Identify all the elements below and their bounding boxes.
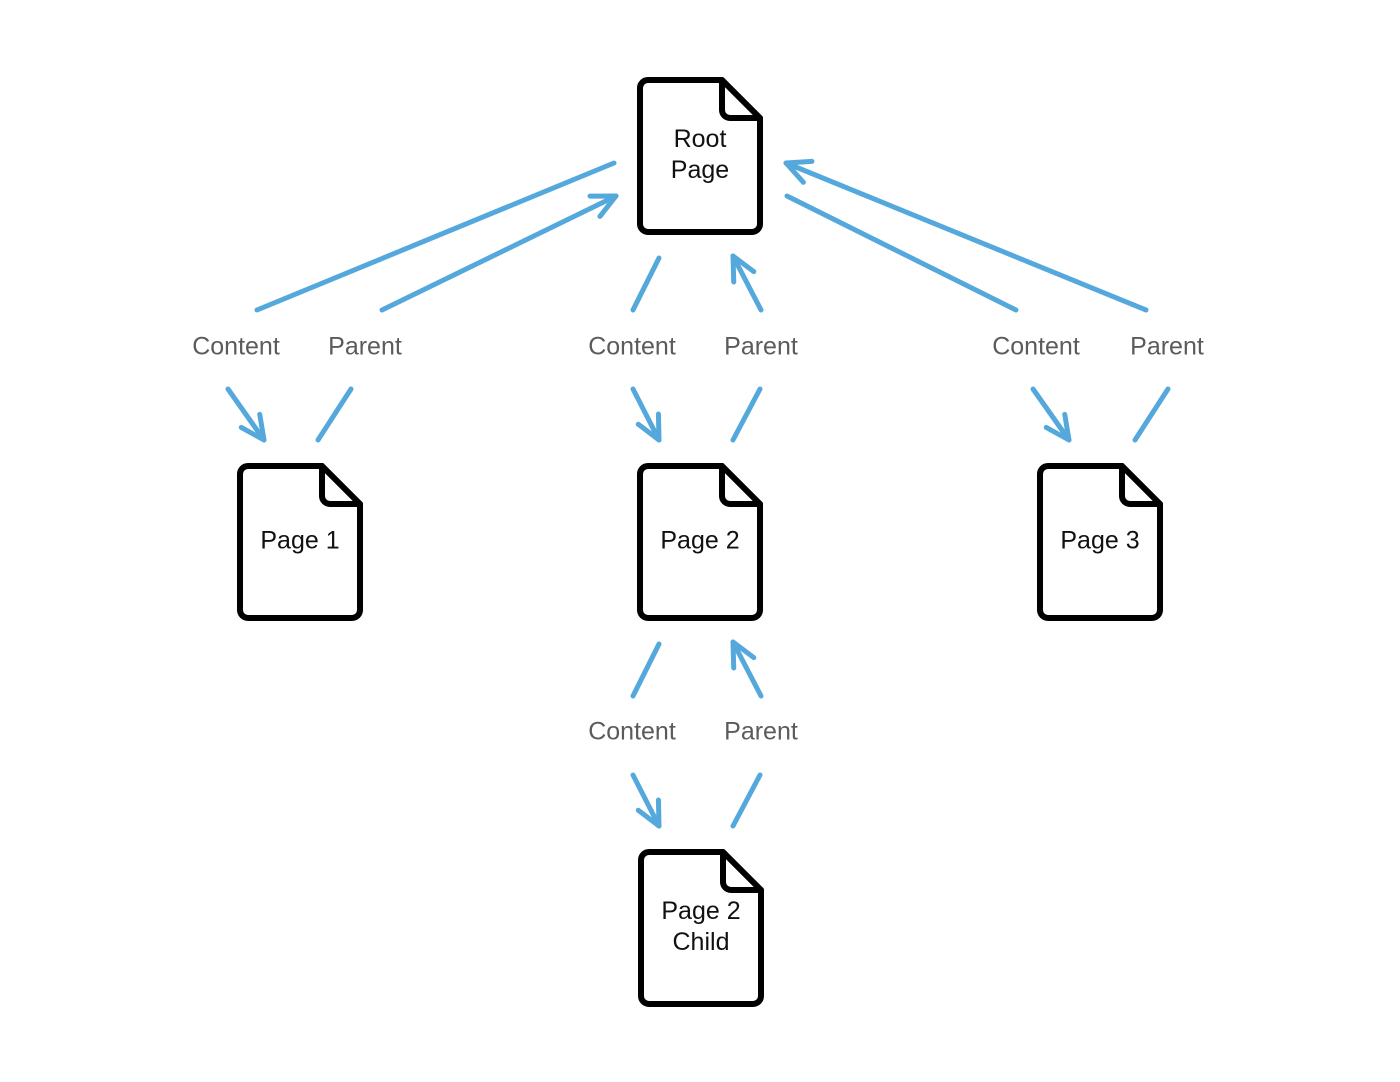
page-3-node[interactable]: Page 3 [1037,463,1163,621]
edge-page3-parent-root [783,158,1171,443]
arrow-head-icon [587,193,619,219]
node-label-text: Page 3 [1060,527,1139,555]
page-2-child-node[interactable]: Page 2 Child [638,849,764,1007]
edge-segment-upper [630,641,662,699]
page-1-node[interactable]: Page 1 [237,463,363,621]
document-fold-icon [319,463,363,507]
edge-segment-upper [730,253,764,313]
node-label-text: Root [674,125,727,153]
edge-segment-lower [225,386,267,443]
arrow-head-icon [238,411,267,443]
document-fold-icon [719,463,763,507]
edge-label-parent: Parent [724,718,798,746]
arrow-head-icon [1043,411,1072,443]
edge-child-parent-page2 [730,639,764,829]
edge-segment-upper [730,639,764,699]
edge-label-content: Content [588,333,676,361]
edge-segment-lower [630,386,662,443]
node-label-text: Page [671,156,729,184]
edge-root-content-page1 [225,160,617,443]
document-fold-icon [719,77,763,121]
node-label-text: Page 1 [260,527,339,555]
arrow-head-icon [730,639,757,671]
edge-page2-content-child [630,641,662,829]
edge-segment-upper [254,160,617,313]
edge-segment-upper [783,160,1149,313]
edge-segment-lower [730,386,763,443]
edge-root-content-page3 [784,193,1072,443]
edge-segment-lower [1132,386,1171,443]
edge-page2-parent-root [730,253,764,443]
arrow-head-icon [730,253,757,285]
edge-page1-parent-root [315,193,619,443]
edge-segment-lower [730,772,763,829]
edge-segment-lower [1030,386,1072,443]
document-fold-icon [720,849,764,893]
edges-layer [225,158,1171,829]
node-label-text: Page 2 [661,897,740,925]
edge-segment-upper [379,193,619,313]
edge-label-content: Content [992,333,1080,361]
edge-label-parent: Parent [724,333,798,361]
page-2-node[interactable]: Page 2 [637,463,763,621]
edge-segment-lower [630,772,662,829]
node-label-text: Page 2 [660,527,739,555]
edge-label-content: Content [192,333,280,361]
edge-label-parent: Parent [328,333,402,361]
arrow-head-icon [635,797,662,829]
edge-segment-upper [784,193,1019,313]
edge-label-parent: Parent [1130,333,1204,361]
edge-segment-upper [630,255,662,313]
arrow-head-icon [783,158,815,185]
node-label-text: Child [673,928,730,956]
arrow-head-icon [635,411,662,443]
document-fold-icon [1119,463,1163,507]
edge-root-content-page2 [630,255,662,443]
edge-segment-lower [315,386,354,443]
edge-label-content: Content [588,718,676,746]
